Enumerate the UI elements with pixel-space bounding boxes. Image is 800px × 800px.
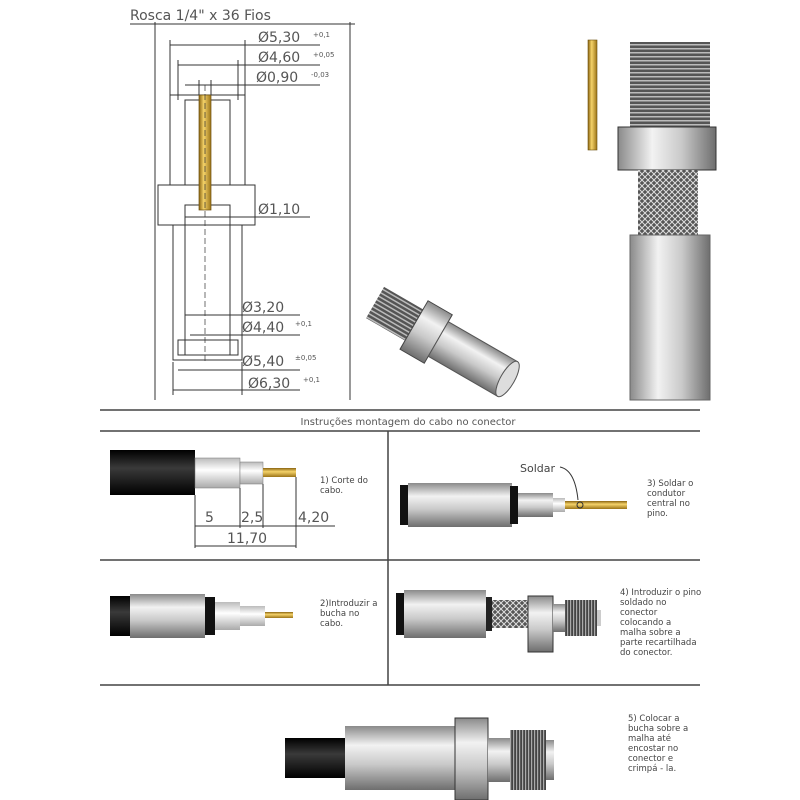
step-4-insert-pin-connector: 4) Introduzir o pino soldado no conector…	[396, 588, 704, 658]
thread-spec-label: Rosca 1/4" x 36 Fios	[130, 8, 271, 24]
step-2-insert-sleeve: 2)Introduzir a bucha no cabo.	[110, 594, 380, 638]
dim-tolerance: +0,1	[295, 320, 312, 328]
dim-11-70: 11,70	[227, 531, 267, 547]
step-5-text: 5) Colocar a bucha sobre a malha até enc…	[628, 714, 691, 774]
dim-label: Ø4,60	[258, 50, 300, 66]
solder-callout: Soldar	[520, 462, 555, 475]
step-1-cut-cable: 5 2,5 4,20 11,70 1) Corte do cabo.	[110, 450, 371, 548]
dim-label: Ø5,40	[242, 354, 284, 370]
connector-3d-angled	[366, 286, 520, 398]
dim-label: Ø5,30	[258, 30, 300, 46]
step-4-text: 4) Introduzir o pino soldado no conector…	[620, 588, 704, 658]
instruction-table: Instruções montagem do cabo no conector	[100, 409, 700, 686]
dim-tolerance: +0,1	[303, 376, 320, 384]
step-3-text: 3) Soldar o condutor central no pino.	[647, 479, 696, 519]
dim-5: 5	[205, 510, 214, 526]
step-5-crimp-sleeve: 5) Colocar a bucha sobre a malha até enc…	[285, 714, 691, 800]
step-1-text: 1) Corte do cabo.	[320, 476, 371, 496]
dim-tolerance: +0,1	[313, 31, 330, 39]
cross-section-drawing: Rosca 1/4" x 36 Fios Ø5,30 +0,1 Ø4,60 +0…	[130, 8, 355, 400]
dim-tolerance: -0,03	[311, 71, 329, 79]
dim-tolerance: ±0,05	[295, 354, 316, 362]
step-3-solder-pin: Soldar 3) Soldar o condutor central no p…	[400, 462, 696, 527]
dim-tolerance: +0,05	[313, 51, 334, 59]
dim-2-5: 2,5	[241, 510, 263, 526]
dim-4-20: 4,20	[298, 510, 329, 526]
dim-label: Ø1,10	[258, 202, 300, 218]
dim-label: Ø6,30	[248, 376, 290, 392]
dim-label: Ø3,20	[242, 300, 284, 316]
instructions-title: Instruções montagem do cabo no conector	[301, 417, 517, 428]
solder-pin	[587, 39, 598, 151]
step-2-text: 2)Introduzir a bucha no cabo.	[320, 599, 380, 629]
connector-3d-vertical	[587, 39, 717, 401]
dim-label: Ø4,40	[242, 320, 284, 336]
dim-label: Ø0,90	[256, 70, 298, 86]
